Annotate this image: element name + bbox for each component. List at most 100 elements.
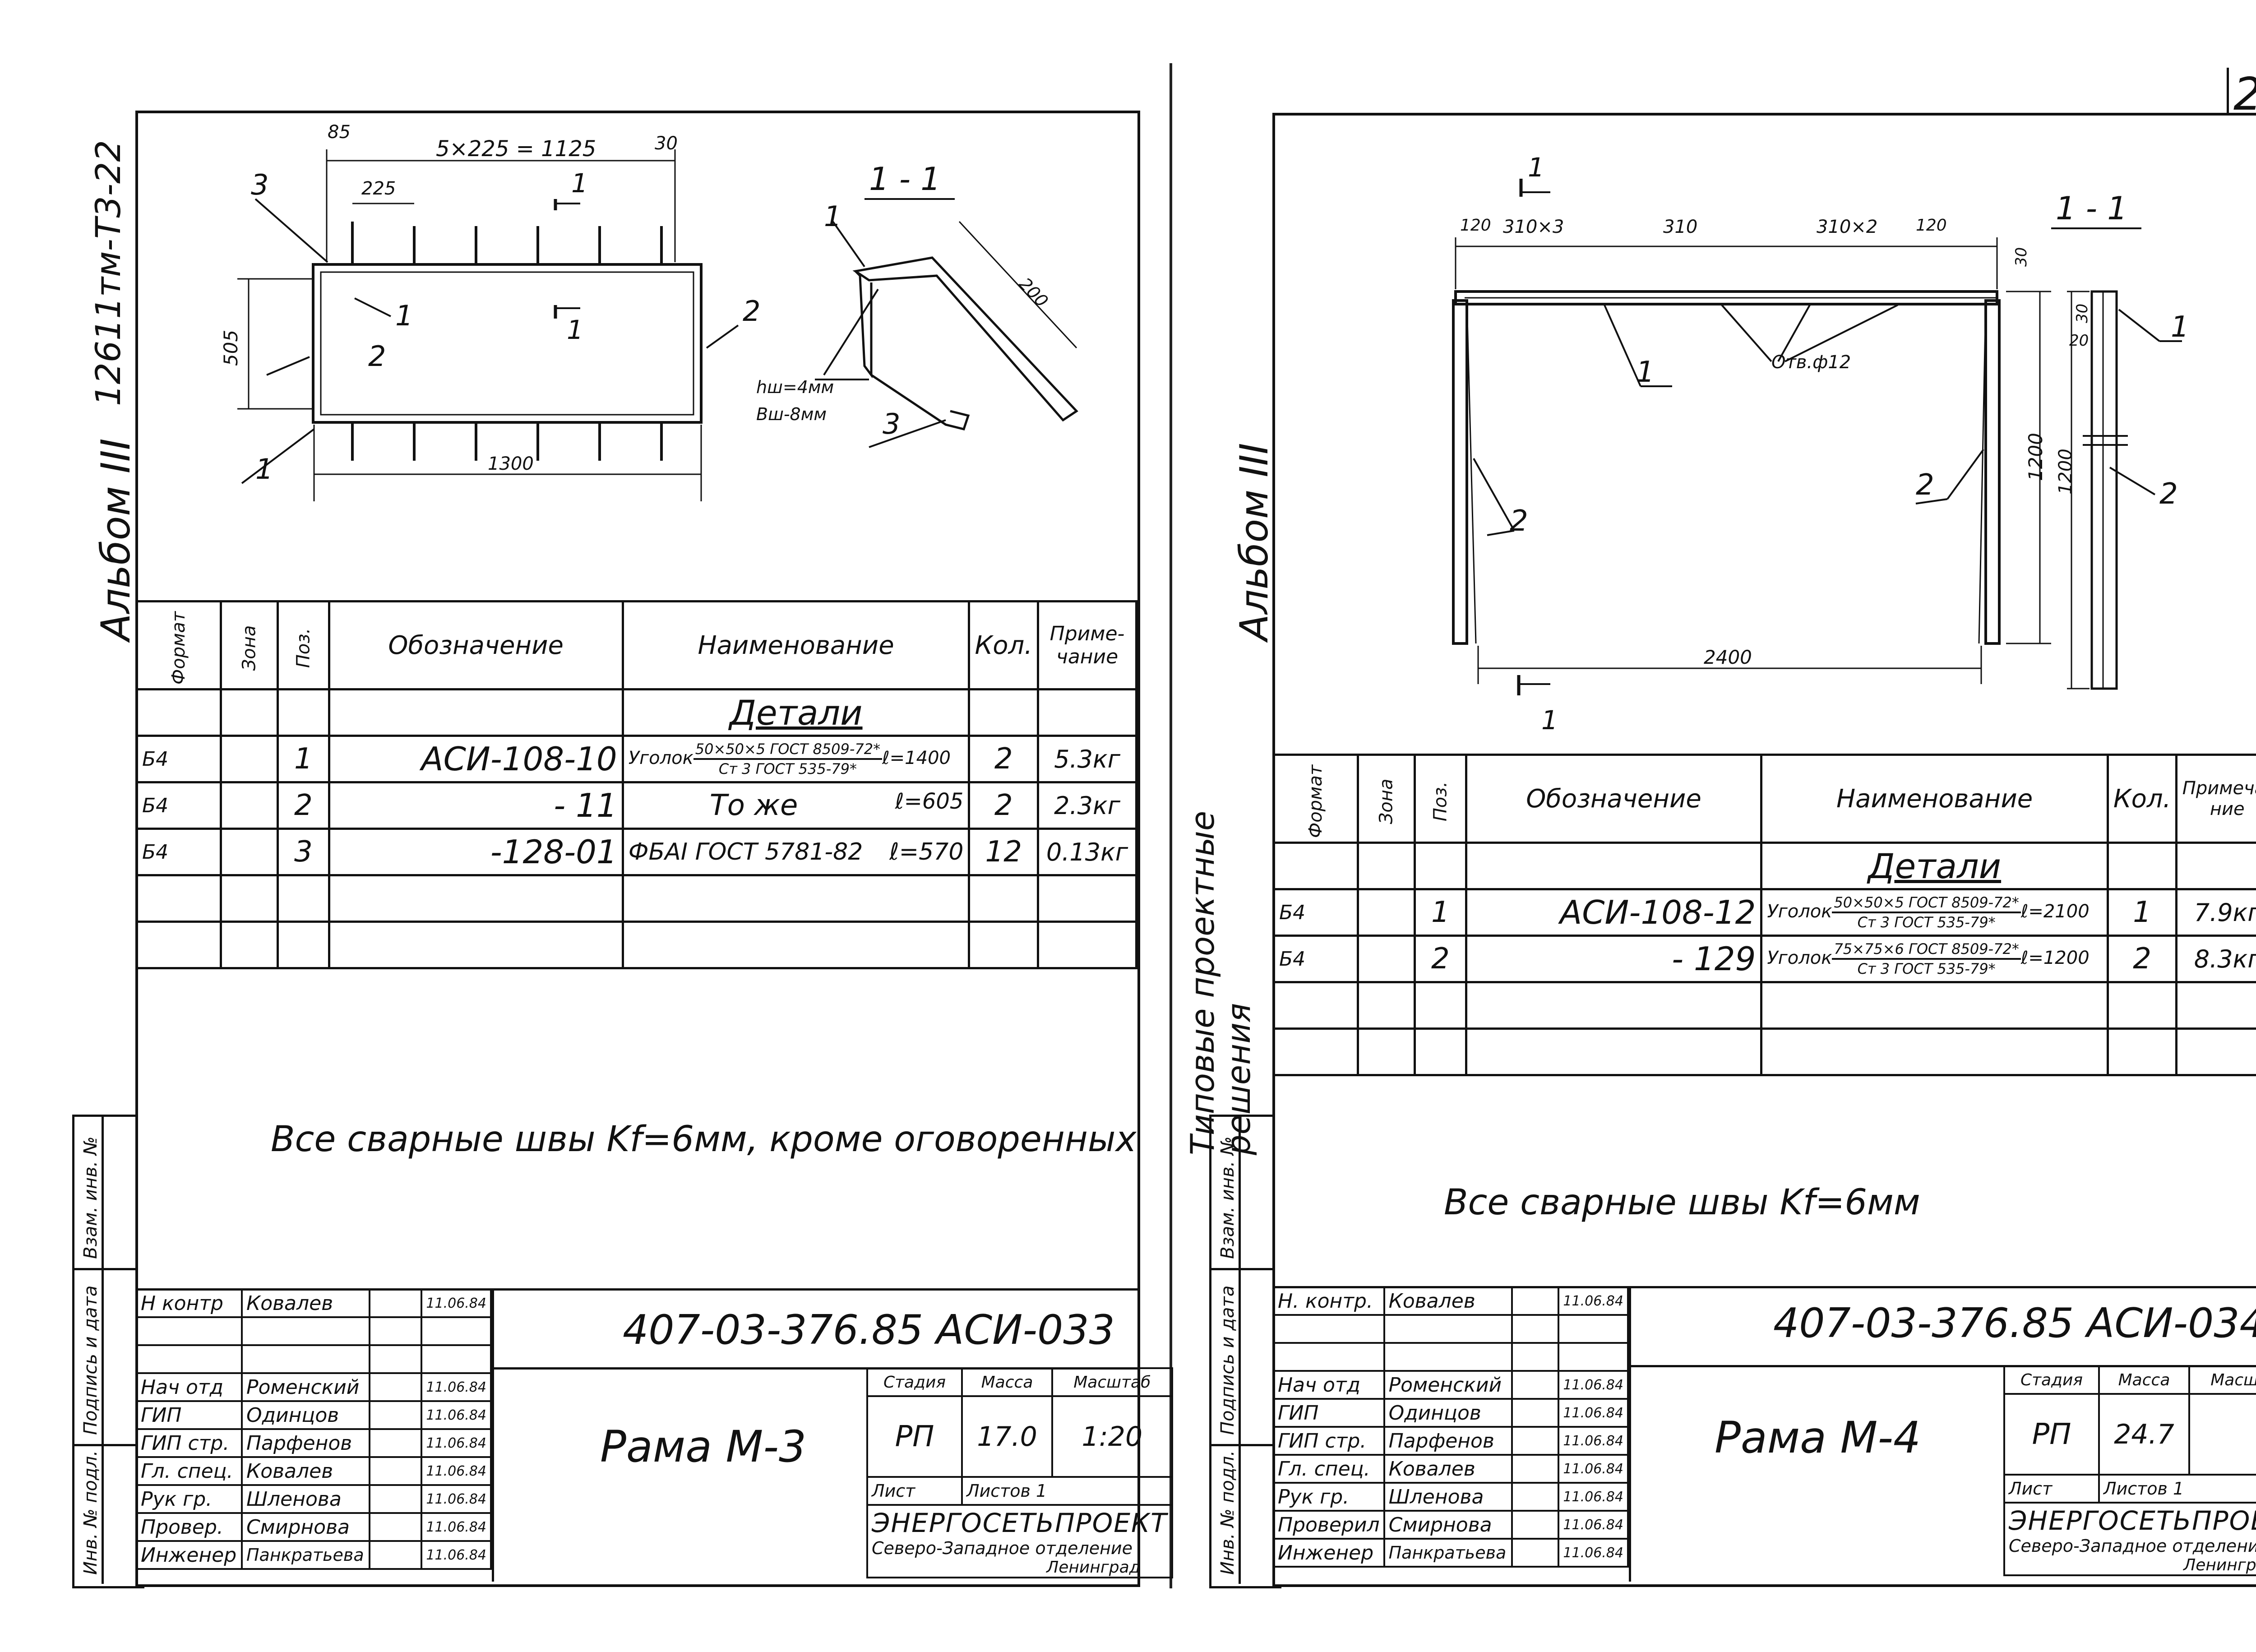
right-drawing-title: Рама М-4 (1715, 1412, 1921, 1463)
left-th-designation: Обозначение (328, 600, 624, 690)
left-weld-note: Все сварные швы Kf=6мм, кроме оговоренны… (271, 1119, 1137, 1160)
left-side-line-1 (72, 1268, 140, 1270)
left-section-title: 1 - 1 (869, 161, 941, 198)
right-side-cell-2: Подпись и дата (1217, 1285, 1238, 1435)
right-side-title: Типовые проектные решения (1183, 810, 1257, 1155)
left-th-qty: Кол. (968, 600, 1040, 690)
right-dim-1200: 1200 (2025, 433, 2047, 481)
left-weld-b: Вш-8мм (756, 404, 827, 424)
right-org-city: Ленинград (2183, 1556, 2256, 1574)
left-doc-code: 407-03-376.85 АСИ-033 (623, 1306, 1115, 1354)
left-sec-dim-200: 200 (1015, 274, 1052, 311)
left-cut-top: 1 (571, 168, 588, 199)
right-dim-120b: 120 (1916, 216, 1947, 235)
left-sec-pos-1: 1 (824, 200, 841, 233)
right-th-format: Формат (1272, 754, 1359, 844)
left-side-line-2 (72, 1444, 140, 1446)
right-doc-code: 407-03-376.85 АСИ-034 (1773, 1300, 2256, 1347)
left-pos-3: 3 (251, 168, 268, 201)
left-pos-1a: 1 (395, 299, 413, 332)
right-th-designation: Обозначение (1465, 754, 1763, 844)
right-stamp-vline (1629, 1286, 1631, 1582)
left-dim-30: 30 (655, 133, 678, 154)
left-dim-505: 505 (220, 330, 242, 366)
right-sec-pos-1: 1 (2171, 310, 2189, 344)
right-dim-120a: 120 (1460, 216, 1491, 235)
left-pos-2b: 2 (743, 295, 760, 328)
right-side-cell-3: Инв. № подл. (1217, 1450, 1238, 1575)
left-dim-1125: 5×225 = 1125 (436, 136, 596, 162)
right-sec-dim-30: 30 (2073, 304, 2091, 323)
left-stamp-midline (492, 1367, 1137, 1370)
right-th-zone: Зона (1357, 754, 1416, 844)
left-dim-225: 225 (361, 178, 396, 199)
right-side-line-2 (1209, 1444, 1277, 1446)
left-th-note: Приме-чание (1037, 600, 1137, 690)
right-pos-2a: 2 (1510, 504, 1528, 538)
left-side-code: 12611тм-Т3-22 (88, 140, 128, 406)
left-pos-2a: 2 (368, 340, 386, 373)
right-sec-dim-20: 20 (2069, 332, 2089, 350)
sheet-divider (1170, 63, 1172, 1588)
left-dim-1300: 1300 (488, 453, 534, 474)
right-stamp-midline (1629, 1365, 2256, 1367)
left-th-pos: Поз. (277, 600, 330, 690)
right-dim-310x3: 310×3 (1503, 217, 1564, 237)
right-cut-bottom: 1 (1541, 705, 1558, 736)
right-side-line-1 (1209, 1268, 1277, 1270)
right-drawing: 120 310×3 310 310×2 120 30 1200 2400 Отв… (1452, 152, 2189, 736)
right-weld-note: Все сварные швы Kf=6мм (1444, 1182, 1920, 1223)
left-drawing-title: Рама М-3 (600, 1421, 807, 1472)
left-side-cell-3: Инв. № подл. (80, 1450, 101, 1575)
right-pos-2b: 2 (1916, 468, 1934, 502)
right-th-pos: Поз. (1414, 754, 1467, 844)
left-section-details: Детали (621, 688, 971, 737)
left-side-cell-1: Взам. инв. № (80, 1136, 101, 1259)
right-dim-310x2: 310×2 (1817, 217, 1877, 237)
right-dim-2400: 2400 (1704, 646, 1752, 668)
left-side-divider (102, 1115, 104, 1584)
right-section-title: 1 - 1 (2056, 190, 2127, 227)
right-th-note: Примеча-ние (2175, 754, 2256, 844)
page-number: 21 (2233, 68, 2256, 120)
left-stamp-vline (492, 1288, 494, 1582)
right-dim-310: 310 (1663, 217, 1697, 237)
right-th-qty: Кол. (2106, 754, 2178, 844)
right-pos-1: 1 (1636, 356, 1655, 389)
left-drawing: 85 5×225 = 1125 30 225 505 1300 3 1 2 2 … (220, 122, 1078, 501)
left-side-cell-2: Подпись и дата (80, 1285, 101, 1435)
page-number-rule (2227, 68, 2229, 117)
right-org: ЭНЕРГОСЕТЬПРОЕКТ (2009, 1505, 2256, 1536)
left-pos-1b: 1 (255, 453, 273, 486)
right-side-cell-1: Взам. инв. № (1217, 1136, 1238, 1259)
right-side-divider (1239, 1115, 1241, 1584)
right-cut-top: 1 (1528, 152, 1544, 183)
left-sec-pos-3: 3 (883, 407, 900, 440)
right-section-details: Детали (1760, 842, 2109, 890)
left-th-zone: Зона (220, 600, 279, 690)
right-sec-dim-1200: 1200 (2055, 449, 2076, 495)
right-hole-label: Отв.ф12 (1771, 352, 1851, 373)
left-org-sub: Северо-Западное отделение (872, 1538, 1133, 1558)
right-stamp-topline (1272, 1286, 2256, 1288)
right-sec-pos-2: 2 (2159, 477, 2178, 511)
right-album-label: Альбом III (1232, 443, 1277, 641)
right-org-sub: Северо-Западное отделение (2009, 1536, 2256, 1556)
left-stamp-topline (135, 1288, 1137, 1291)
right-th-name: Наименование (1760, 754, 2109, 844)
left-org: ЭНЕРГОСЕТЬПРОЕКТ (872, 1508, 1168, 1538)
left-weld-h: hш=4мм (756, 377, 834, 397)
left-cut-bottom: 1 (567, 315, 583, 345)
left-org-city: Ленинград (1046, 1558, 1141, 1577)
left-spec-table: Формат Зона Поз. Обозначение Наименовани… (135, 600, 1137, 969)
left-th-format: Формат (135, 600, 222, 690)
